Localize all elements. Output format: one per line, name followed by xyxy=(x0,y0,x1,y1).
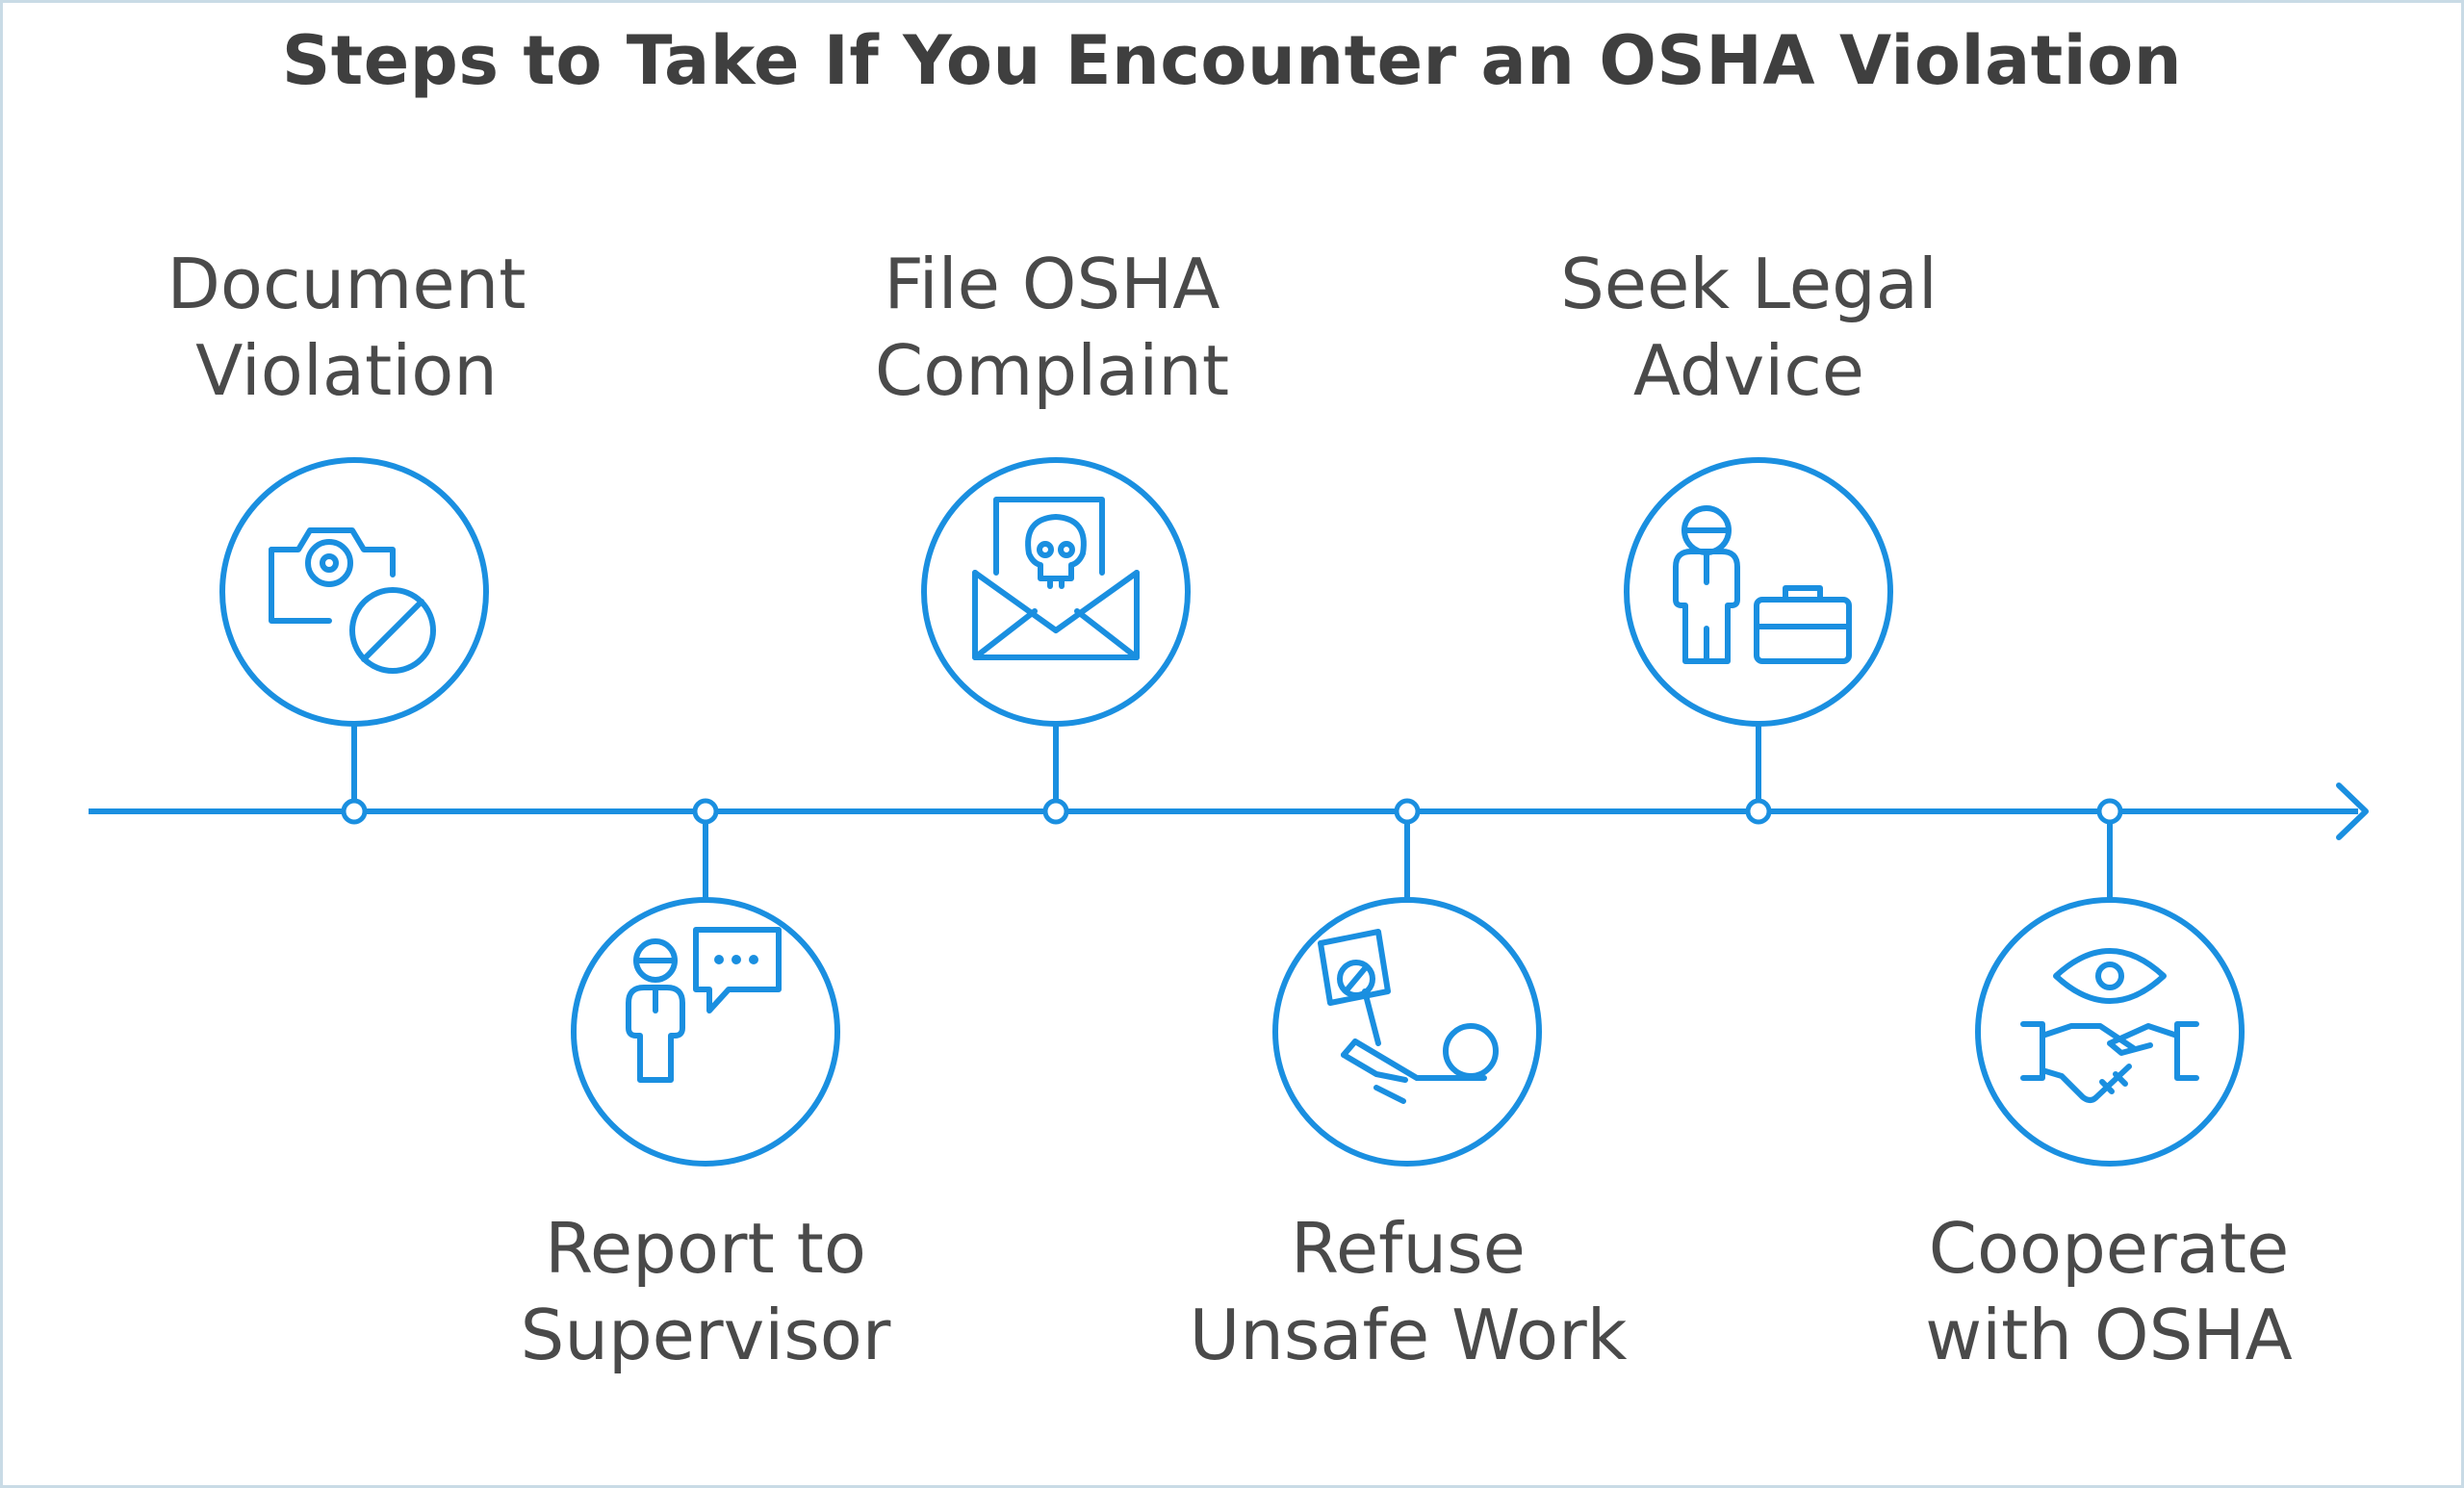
step-circle xyxy=(1272,897,1542,1167)
step-circle xyxy=(219,457,489,727)
timeline-nodes xyxy=(341,798,2123,825)
step-label-line1: Seek Legal xyxy=(1560,244,1938,324)
step-label-line2: Complaint xyxy=(874,330,1230,411)
step-label-seek-legal-advice: Seek Legal Advice xyxy=(1460,241,2038,414)
step-label-refuse-unsafe-work: Refuse Unsafe Work xyxy=(1119,1205,1697,1378)
prohibited-sign-person-icon xyxy=(1318,929,1499,1104)
step-label-line1: Refuse xyxy=(1291,1208,1526,1289)
envelope-skull-letter-icon xyxy=(972,497,1140,660)
timeline-node xyxy=(2096,798,2123,825)
diagram-title: Steps to Take If You Encounter an OSHA V… xyxy=(281,21,2183,100)
step-label-line1: Cooperate xyxy=(1928,1208,2290,1289)
timeline-node xyxy=(692,798,719,825)
step-circle xyxy=(571,897,840,1167)
eye-handshake-icon xyxy=(2020,948,2199,1103)
timeline-node xyxy=(1745,798,1772,825)
timeline-connectors xyxy=(351,724,2113,900)
timeline-arrow-icon xyxy=(2336,782,2369,840)
step-label-line1: Document xyxy=(167,244,526,324)
step-label-document-violation: Document Violation xyxy=(58,241,635,414)
step-label-cooperate-with-osha: Cooperate with OSHA xyxy=(1820,1205,2398,1378)
timeline-node xyxy=(1042,798,1069,825)
step-label-report-to-supervisor: Report to Supervisor xyxy=(417,1205,994,1378)
step-label-file-osha-complaint: File OSHA Complaint xyxy=(763,241,1341,414)
step-label-line1: Report to xyxy=(545,1208,866,1289)
step-label-line2: with OSHA xyxy=(1925,1295,2293,1375)
step-label-line2: Unsafe Work xyxy=(1189,1295,1628,1375)
step-label-line2: Advice xyxy=(1632,330,1865,411)
step-label-line2: Supervisor xyxy=(520,1295,891,1375)
step-label-line1: File OSHA xyxy=(884,244,1220,324)
step-circle xyxy=(1624,457,1893,727)
step-label-line2: Violation xyxy=(195,330,498,411)
lawyer-briefcase-icon xyxy=(1673,505,1852,664)
person-speech-bubble-icon xyxy=(626,927,782,1083)
timeline-node xyxy=(341,798,368,825)
timeline-node xyxy=(1394,798,1421,825)
camera-prohibited-icon xyxy=(269,527,436,674)
